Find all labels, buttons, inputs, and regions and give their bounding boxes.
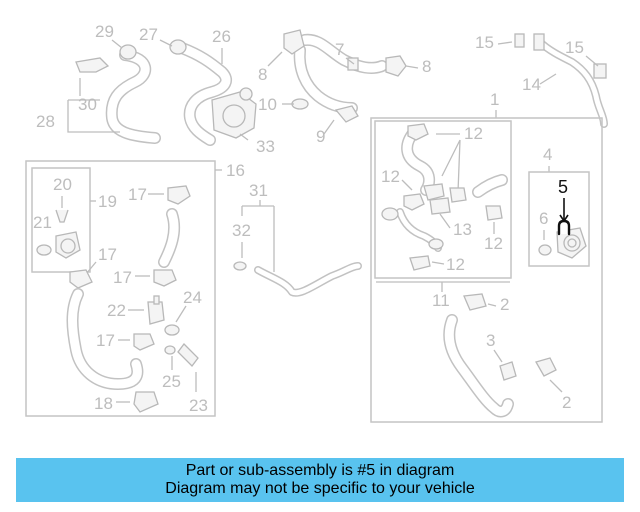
svg-text:31: 31 xyxy=(249,181,268,200)
svg-text:16: 16 xyxy=(226,161,245,180)
assembly-16-group: 16 19 20 21 17 17 17 22 24 17 25 xyxy=(25,160,245,417)
svg-text:8: 8 xyxy=(258,65,267,84)
svg-text:28: 28 xyxy=(36,112,55,131)
svg-text:15: 15 xyxy=(565,38,584,57)
svg-text:17: 17 xyxy=(113,268,132,287)
svg-text:6: 6 xyxy=(539,209,548,228)
svg-text:12: 12 xyxy=(381,167,400,186)
svg-text:33: 33 xyxy=(256,137,275,156)
svg-text:22: 22 xyxy=(107,301,126,320)
svg-text:24: 24 xyxy=(183,288,202,307)
svg-text:14: 14 xyxy=(522,75,541,94)
svg-text:9: 9 xyxy=(316,127,325,146)
upper-left-hoses xyxy=(75,29,407,146)
svg-text:18: 18 xyxy=(94,394,113,413)
svg-text:2: 2 xyxy=(562,393,571,412)
svg-text:12: 12 xyxy=(484,234,503,253)
assembly-1-group: 1 12 12 12 13 12 4 6 xyxy=(370,90,603,423)
info-banner: Part or sub-assembly is #5 in diagram Di… xyxy=(16,458,624,502)
svg-text:11: 11 xyxy=(432,291,450,310)
svg-text:21: 21 xyxy=(33,213,52,232)
svg-text:2: 2 xyxy=(500,295,509,314)
upper-right-pipe: 15 15 14 xyxy=(475,33,608,128)
svg-text:13: 13 xyxy=(453,220,472,239)
svg-text:17: 17 xyxy=(128,185,147,204)
svg-text:1: 1 xyxy=(490,90,499,109)
banner-line-1: Part or sub-assembly is #5 in diagram xyxy=(185,462,455,479)
svg-text:26: 26 xyxy=(212,27,231,46)
svg-text:20: 20 xyxy=(53,175,72,194)
svg-text:32: 32 xyxy=(232,221,251,240)
svg-text:30: 30 xyxy=(78,95,97,114)
svg-text:27: 27 xyxy=(139,25,158,44)
svg-text:23: 23 xyxy=(189,396,208,415)
svg-text:17: 17 xyxy=(98,245,117,264)
svg-text:29: 29 xyxy=(95,22,114,41)
svg-text:7: 7 xyxy=(335,40,344,59)
svg-text:10: 10 xyxy=(258,95,277,114)
svg-text:25: 25 xyxy=(162,372,181,391)
upper-left-callouts: 29 27 26 30 28 8 7 8 10 9 33 xyxy=(36,22,431,156)
banner-line-2: Diagram may not be specific to your vehi… xyxy=(165,480,475,497)
svg-text:15: 15 xyxy=(475,33,494,52)
highlighted-part-5[interactable]: 5 xyxy=(557,177,571,236)
svg-text:17: 17 xyxy=(96,331,115,350)
svg-text:3: 3 xyxy=(486,331,495,350)
svg-text:8: 8 xyxy=(422,57,431,76)
svg-text:12: 12 xyxy=(464,124,483,143)
callout-5: 5 xyxy=(558,177,568,197)
assembly-31-pipe: 31 32 xyxy=(232,181,362,297)
svg-text:12: 12 xyxy=(446,255,465,274)
svg-text:4: 4 xyxy=(543,145,552,164)
svg-text:19: 19 xyxy=(98,192,117,211)
